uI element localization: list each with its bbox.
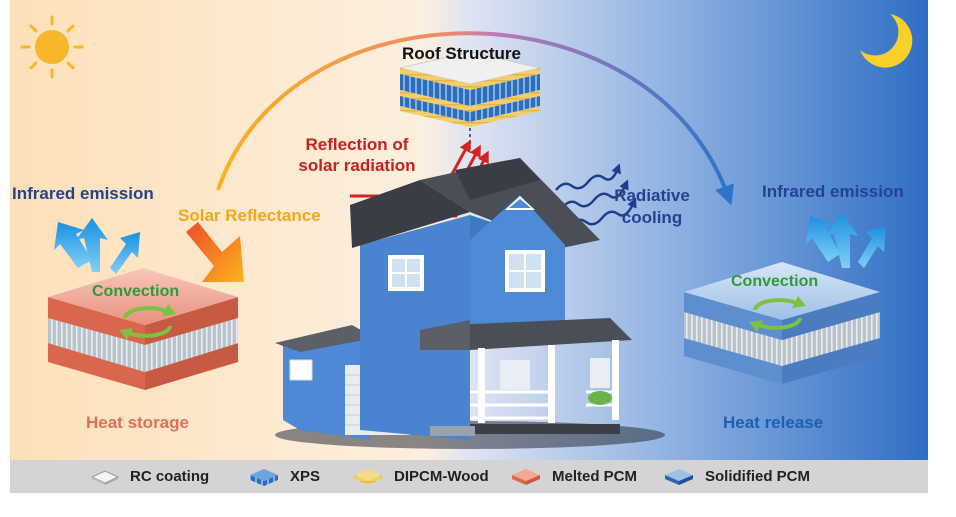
- arc-arrow: [216, 31, 734, 206]
- heat-release-label: Heat release: [723, 413, 824, 432]
- radiative-waves: [555, 163, 637, 227]
- roof-structure-label: Roof Structure: [402, 44, 521, 63]
- infrared-arrows-right: [806, 212, 886, 268]
- cycle-arrows-icon: [119, 304, 176, 340]
- reflection-label-line1: Reflection of: [305, 135, 409, 154]
- convection-label-right: Convection: [731, 273, 819, 290]
- legend-item-xps: XPS: [248, 460, 320, 493]
- solar-reflectance-arrow: [186, 222, 244, 282]
- radiative-label-line1: Radiative: [614, 186, 690, 205]
- legend-item-rc-coating: RC coating: [90, 460, 209, 493]
- roof-structure-stack: [399, 51, 541, 127]
- infrared-label-left: Infrared emission: [12, 184, 154, 203]
- solidified-pcm-swatch: [665, 468, 693, 485]
- legend-item-dipcm-wood: DIPCM-Wood: [352, 460, 489, 493]
- cycle-arrows-icon-right: [749, 296, 806, 332]
- radiative-label-line2: cooling: [621, 208, 683, 227]
- heat-storage-stack: [48, 268, 238, 390]
- heat-storage-label: Heat storage: [86, 413, 189, 432]
- infrared-arrows-left: [54, 218, 140, 274]
- legend-label: Melted PCM: [552, 468, 638, 485]
- house-illustration: [275, 158, 665, 449]
- legend-label: DIPCM-Wood: [394, 468, 489, 485]
- solar-reflectance-label: Solar Reflectance: [178, 206, 321, 225]
- legend-item-solidified-pcm: Solidified PCM: [663, 460, 810, 493]
- legend-label: RC coating: [130, 468, 210, 485]
- rc-coating-swatch: [90, 469, 120, 485]
- convection-label-left: Convection: [92, 283, 180, 300]
- infrared-label-right: Infrared emission: [762, 182, 904, 201]
- legend-label: Solidified PCM: [705, 468, 810, 485]
- xps-swatch: [250, 468, 278, 486]
- heat-release-stack: [684, 262, 880, 384]
- legend-label: XPS: [290, 468, 321, 485]
- legend-item-melted-pcm: Melted PCM: [510, 460, 637, 493]
- moon-icon: [860, 14, 913, 68]
- legend: RC coating XPS DIPCM-Wood Melted PCM: [10, 460, 928, 493]
- melted-pcm-swatch: [512, 468, 540, 485]
- reflection-label-line2: solar radiation: [298, 156, 416, 175]
- dipcm-wood-swatch: [354, 468, 382, 485]
- sun-icon: [20, 15, 84, 79]
